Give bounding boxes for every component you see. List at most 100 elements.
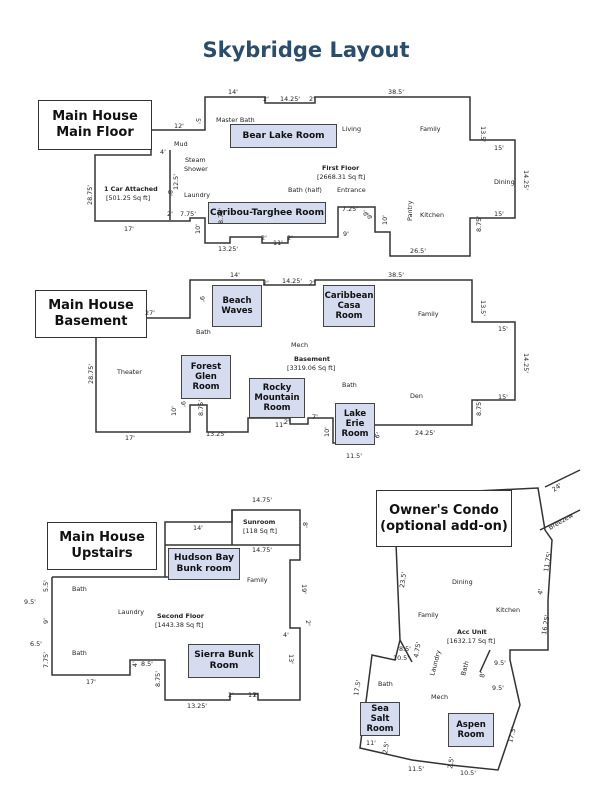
dim: 16.25' bbox=[540, 614, 551, 635]
dim: 17' bbox=[125, 434, 135, 442]
dim: 12' bbox=[174, 122, 184, 130]
label-bath-half: Bath (half) bbox=[288, 186, 322, 194]
main-floor-outline bbox=[94, 96, 516, 257]
dim: 15' bbox=[498, 393, 508, 401]
basement-area: [3319.06 Sq ft] bbox=[287, 364, 335, 372]
dim: 9.5' bbox=[494, 659, 506, 667]
garage-area: [501.25 Sq ft] bbox=[106, 194, 150, 202]
dim: 14.75' bbox=[252, 496, 272, 504]
dim: 13.25' bbox=[218, 245, 238, 253]
second-floor-name: Second Floor bbox=[157, 612, 205, 620]
dim: 13' bbox=[287, 654, 295, 664]
dim: 10' bbox=[170, 406, 178, 416]
bear-lake-room: Bear Lake Room bbox=[230, 124, 337, 148]
dim: 14.75' bbox=[252, 546, 272, 554]
label-dining: Dining bbox=[494, 178, 515, 186]
dim: 13.25' bbox=[187, 702, 207, 710]
dim: 7.75' bbox=[42, 652, 50, 668]
label-laundry: Laundry bbox=[428, 649, 443, 676]
dim: 2.5' bbox=[446, 756, 456, 769]
dim: 2' bbox=[304, 620, 312, 626]
dim: 8.75' bbox=[197, 400, 205, 416]
dim: 24.25' bbox=[415, 429, 435, 437]
dim: 2' bbox=[167, 210, 173, 218]
label-mech: Mech bbox=[291, 341, 308, 349]
dim: 28.75' bbox=[87, 364, 95, 384]
label-bath: Bath bbox=[72, 585, 87, 593]
label-den: Den bbox=[410, 392, 423, 400]
dim: 7.25' bbox=[342, 205, 358, 213]
dim: 17' bbox=[124, 225, 134, 233]
condo-unit-area: [1632.17 Sq ft] bbox=[447, 637, 495, 645]
dim: 2' bbox=[287, 234, 293, 242]
dim: 13.25' bbox=[206, 430, 226, 438]
dim: 7' bbox=[312, 413, 318, 421]
dim: 6.5' bbox=[30, 640, 42, 648]
label-bath: Bath bbox=[459, 660, 471, 676]
label-theater: Theater bbox=[116, 368, 142, 376]
dim: 38.5' bbox=[388, 271, 404, 279]
dim: 10' bbox=[381, 215, 389, 225]
dim: 28.75' bbox=[86, 185, 94, 205]
dim: 9' bbox=[362, 210, 370, 216]
dim: 11' bbox=[366, 739, 376, 747]
dim: 10' bbox=[194, 224, 202, 234]
garage-name: 1 Car Attached bbox=[104, 185, 158, 193]
dim: 38.5' bbox=[388, 88, 404, 96]
dim: 5.5' bbox=[42, 580, 50, 592]
dim: 14.25' bbox=[282, 277, 302, 285]
dim: 9.5' bbox=[492, 684, 504, 692]
dim: 8' bbox=[478, 671, 487, 678]
condo-heading: Owner's Condo(optional add-on) bbox=[376, 490, 512, 547]
dim: 15' bbox=[494, 144, 504, 152]
dim: 2' bbox=[261, 234, 267, 242]
dim: 7.75' bbox=[180, 210, 196, 218]
dim: 8.75' bbox=[475, 216, 483, 232]
dim: 8.75' bbox=[217, 208, 225, 224]
dim: 11.5' bbox=[408, 765, 424, 773]
first-floor-area: [2668.31 Sq ft] bbox=[317, 173, 365, 181]
condo-unit-name: Acc Unit bbox=[457, 628, 487, 636]
dim: 11' bbox=[275, 421, 285, 429]
label-laundry: Laundry bbox=[184, 191, 210, 199]
label-entrance: Entrance bbox=[337, 186, 366, 194]
dim: 10.5' bbox=[460, 769, 476, 777]
dim: 2' bbox=[263, 95, 269, 103]
label-family: Family bbox=[247, 576, 268, 584]
dim: 2' bbox=[263, 279, 269, 287]
dim: 10' bbox=[323, 427, 331, 437]
label-family: Family bbox=[420, 125, 441, 133]
dim: 2' bbox=[228, 691, 234, 699]
label-steam: Steam bbox=[185, 156, 206, 164]
dim: 8.75' bbox=[475, 400, 483, 416]
label-family: Family bbox=[418, 310, 439, 318]
dim: 2' bbox=[309, 279, 315, 287]
dim: 24' bbox=[551, 481, 564, 493]
label-bath: Bath bbox=[378, 680, 393, 688]
label-bath: Bath bbox=[72, 649, 87, 657]
dim: 6' bbox=[373, 431, 383, 440]
label-dining: Dining bbox=[452, 578, 473, 586]
dim: 9' bbox=[42, 618, 50, 624]
dim: 4.75' bbox=[412, 641, 423, 658]
dim: 2' bbox=[309, 95, 315, 103]
label-bath: Bath bbox=[342, 381, 357, 389]
dim: 9' bbox=[343, 230, 349, 238]
first-floor-name: First Floor bbox=[322, 164, 360, 172]
caribou-targhee-room: Caribou-Targhee Room bbox=[208, 202, 326, 224]
dim: 11' bbox=[248, 691, 258, 699]
dim: 11' bbox=[273, 239, 283, 247]
dim: 4' bbox=[283, 631, 289, 639]
dim: 14' bbox=[230, 271, 240, 279]
sunroom-name: Sunroom bbox=[243, 518, 276, 526]
dim: 15' bbox=[498, 325, 508, 333]
label-kitchen: Kitchen bbox=[420, 211, 444, 219]
